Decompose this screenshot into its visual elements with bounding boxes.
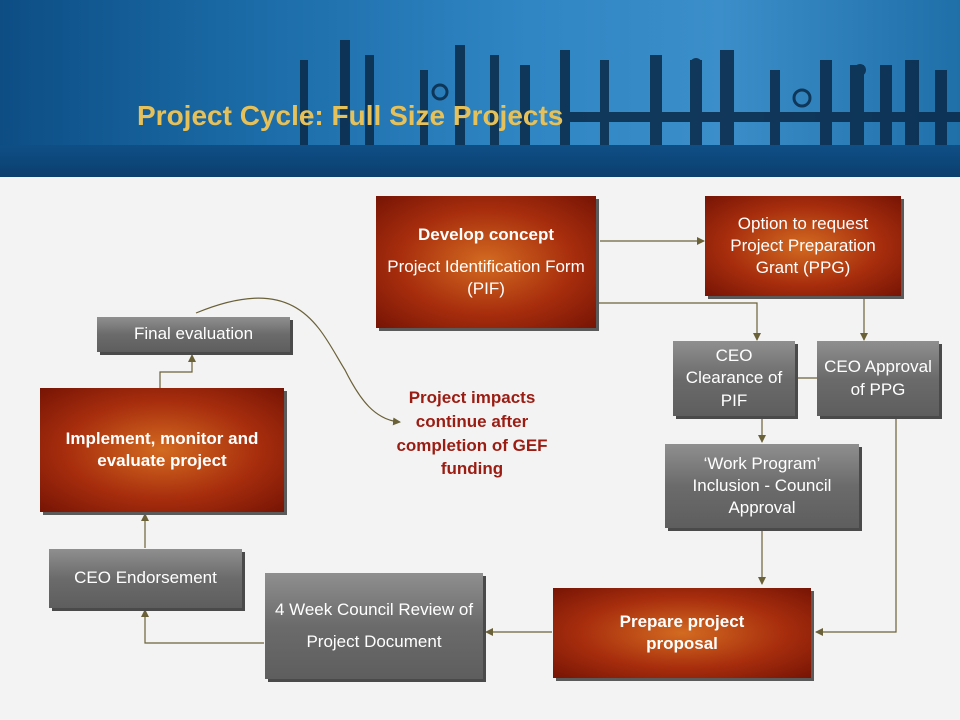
develop-concept-subtitle: Project Identification Form (PIF)	[387, 256, 585, 299]
header-bar	[0, 145, 960, 177]
work-program-box: ‘Work Program’ Inclusion - Council Appro…	[665, 444, 859, 528]
arrow-concept-to-clearance	[596, 302, 761, 341]
ceo-clearance-text: CEO Clearance of PIF	[685, 346, 783, 410]
ceo-clearance-box: CEO Clearance of PIF	[673, 341, 795, 416]
ceo-endorsement-box: CEO Endorsement	[49, 549, 242, 608]
impact-annotation: Project impacts continue after completio…	[396, 388, 548, 479]
pier-silhouette-image	[300, 40, 960, 145]
work-program-text: ‘Work Program’ Inclusion - Council Appro…	[692, 453, 832, 518]
ppg-option-box: Option to request Project Preparation Gr…	[705, 196, 901, 296]
prepare-proposal-text: Prepare project proposal	[619, 611, 745, 653]
header-banner: Project Cycle: Full Size Projects	[0, 0, 960, 177]
ppg-option-text: Option to request Project Preparation Gr…	[730, 213, 876, 278]
develop-concept-title: Develop concept	[417, 224, 555, 244]
ceo-approval-ppg-text: CEO Approval of PPG	[824, 357, 932, 399]
council-review-line1: 4 Week Council Review of	[274, 599, 474, 619]
develop-concept-box: Develop concept Project Identification F…	[376, 196, 596, 328]
curve-final-to-impacts	[195, 297, 401, 426]
implement-box: Implement, monitor and evaluate project	[40, 388, 284, 512]
council-review-box: 4 Week Council Review of Project Documen…	[265, 573, 483, 679]
arrow-implement-to-final	[159, 354, 196, 388]
slide-title: Project Cycle: Full Size Projects	[137, 100, 564, 131]
arrow-review-to-endorsement	[141, 609, 264, 644]
ceo-endorsement-text: CEO Endorsement	[74, 568, 217, 588]
arrow-approval-to-proposal	[815, 416, 897, 636]
ceo-approval-ppg-box: CEO Approval of PPG	[817, 341, 939, 416]
final-evaluation-box: Final evaluation	[97, 317, 290, 352]
prepare-proposal-box: Prepare project proposal	[553, 588, 811, 678]
final-evaluation-text: Final evaluation	[133, 324, 254, 344]
council-review-line2: Project Document	[306, 632, 442, 651]
implement-text: Implement, monitor and evaluate project	[65, 428, 259, 470]
